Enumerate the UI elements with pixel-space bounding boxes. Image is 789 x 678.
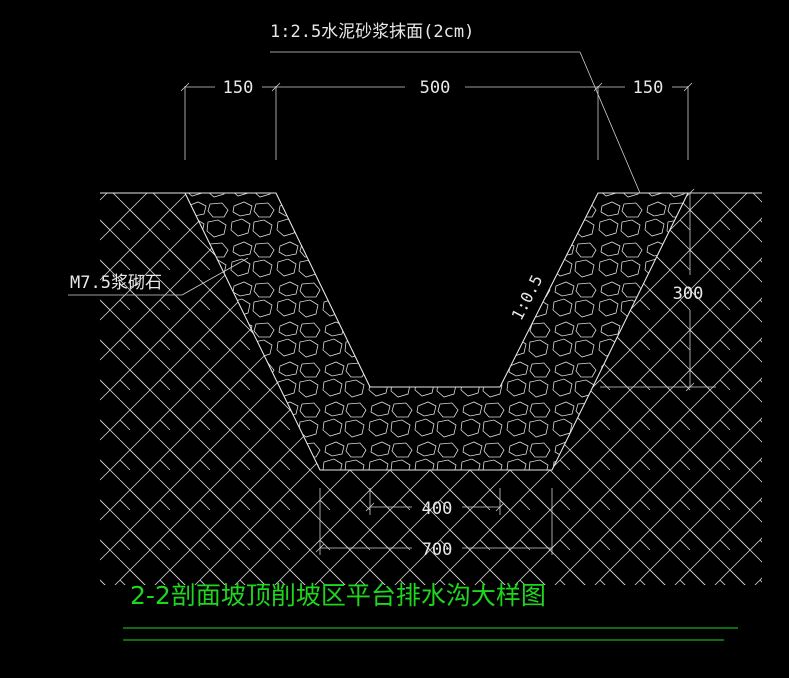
surface-finish-leader [270,51,641,194]
depth-dimension-lines [600,188,716,392]
dim-depth: 300 [673,284,704,304]
surface-finish-label: 1:2.5水泥砂浆抹面(2cm) [270,22,474,42]
masonry-leader [68,257,249,296]
outer-bottom-dimension-lines [315,488,557,555]
inner-bottom-dimension-lines [365,488,505,515]
dim-top-opening: 500 [420,78,451,98]
top-dimension-lines [180,82,693,160]
masonry-lining [184,192,689,471]
dim-outer-bottom: 700 [422,540,453,560]
drawing-title: 2-2剖面坡顶削坡区平台排水沟大样图 [130,581,546,610]
dim-left-top: 150 [223,78,254,98]
dim-inner-bottom: 400 [422,499,453,519]
dim-right-top: 150 [633,78,664,98]
masonry-label: M7.5浆砌石 [70,273,162,293]
